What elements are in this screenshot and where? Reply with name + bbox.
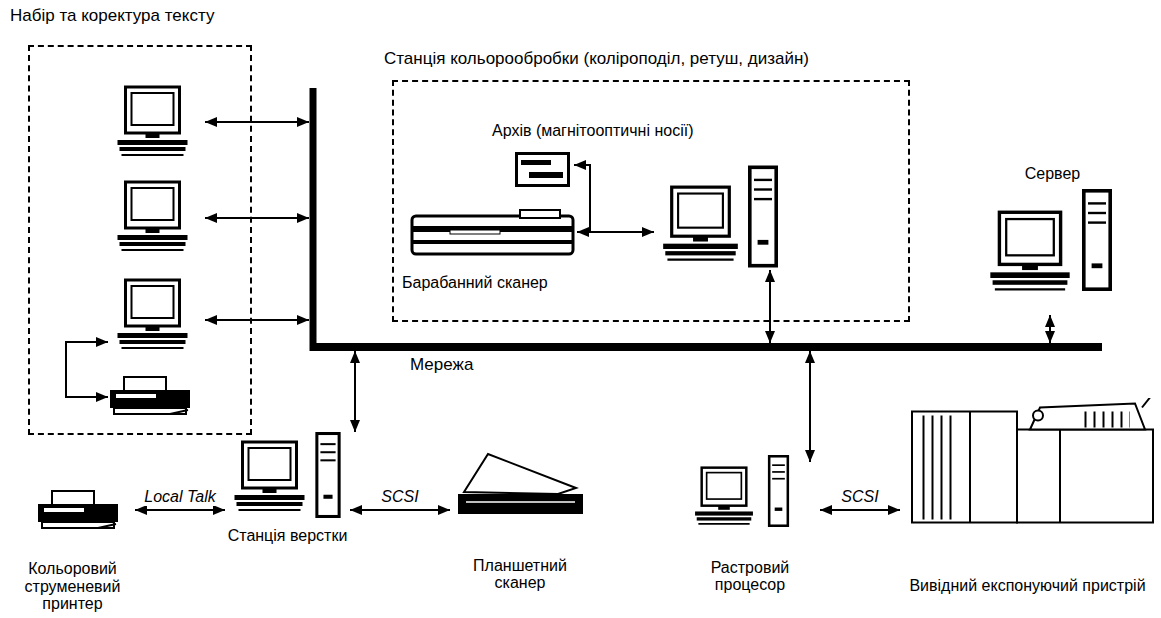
node-label: Набір та коректура тексту [10, 7, 214, 26]
computer-icon [990, 212, 1069, 289]
node-label: Вивідний експонуючий пристрій [909, 577, 1145, 595]
computer-icon [118, 280, 188, 348]
flatbed-scanner-icon [458, 454, 583, 514]
node-label: Сервер [1025, 165, 1080, 183]
tower-icon [750, 167, 776, 265]
link-arrow [66, 342, 108, 397]
imagesetter-icon [912, 398, 1153, 523]
device-node: Растровий процесор [680, 462, 820, 594]
link-arrow [577, 231, 590, 233]
network-bus [310, 88, 317, 351]
connector-arrow [1049, 315, 1051, 343]
node-label: Станція кольорообробки (коліроподіл, рет… [384, 50, 809, 69]
connector-arrow [354, 351, 356, 432]
interface-label: SCSI [379, 488, 420, 506]
node-label: Растровий процесор [680, 559, 820, 594]
node-label: Кольоровий струменевий принтер [10, 560, 135, 613]
link-arrow [205, 217, 309, 219]
node-label: Мережа [410, 356, 473, 375]
node-label: Барабанний сканер [402, 274, 548, 292]
device-node: Планшетний сканер [450, 450, 590, 592]
printer-icon [38, 491, 118, 528]
connector-arrow [135, 509, 225, 511]
device-node: Архів (магнітооптичні носії) [492, 122, 727, 192]
printer-icon [110, 377, 190, 414]
device-node: Барабанний сканер [402, 207, 587, 292]
computer-icon [118, 87, 188, 155]
computer-icon [663, 187, 738, 260]
computer-icon [235, 442, 305, 510]
computer-icon [118, 182, 188, 250]
dashed-group: Станція кольорообробки (коліроподіл, рет… [392, 80, 910, 322]
drum-scanner-icon [412, 210, 573, 254]
device-node: Сервер [985, 165, 1120, 315]
interface-label: Local Talk [142, 488, 217, 506]
connector-arrow [769, 270, 771, 343]
computer-icon [695, 468, 753, 524]
device-node: Вивідний експонуючий пристрій [900, 395, 1155, 595]
node-label: Архів (магнітооптичні носії) [492, 122, 693, 140]
link-arrow [205, 319, 309, 321]
tower-icon [1084, 191, 1110, 289]
archive-icon [517, 154, 569, 186]
link-arrow [574, 165, 654, 232]
connector-arrow [820, 509, 900, 511]
link-arrow [205, 121, 309, 123]
dashed-group: Набір та коректура тексту [28, 45, 252, 435]
interface-label: SCSI [839, 488, 880, 506]
tower-icon [317, 434, 339, 517]
network-bar: Мережа [310, 343, 1102, 351]
device-node: Станція верстки [225, 432, 350, 545]
connector-arrow [350, 509, 450, 511]
node-label: Планшетний сканер [450, 557, 590, 592]
tower-icon [769, 456, 788, 525]
connector-arrow [809, 351, 811, 462]
node-label: Станція верстки [228, 527, 348, 545]
device-node: Кольоровий струменевий принтер [10, 485, 135, 613]
